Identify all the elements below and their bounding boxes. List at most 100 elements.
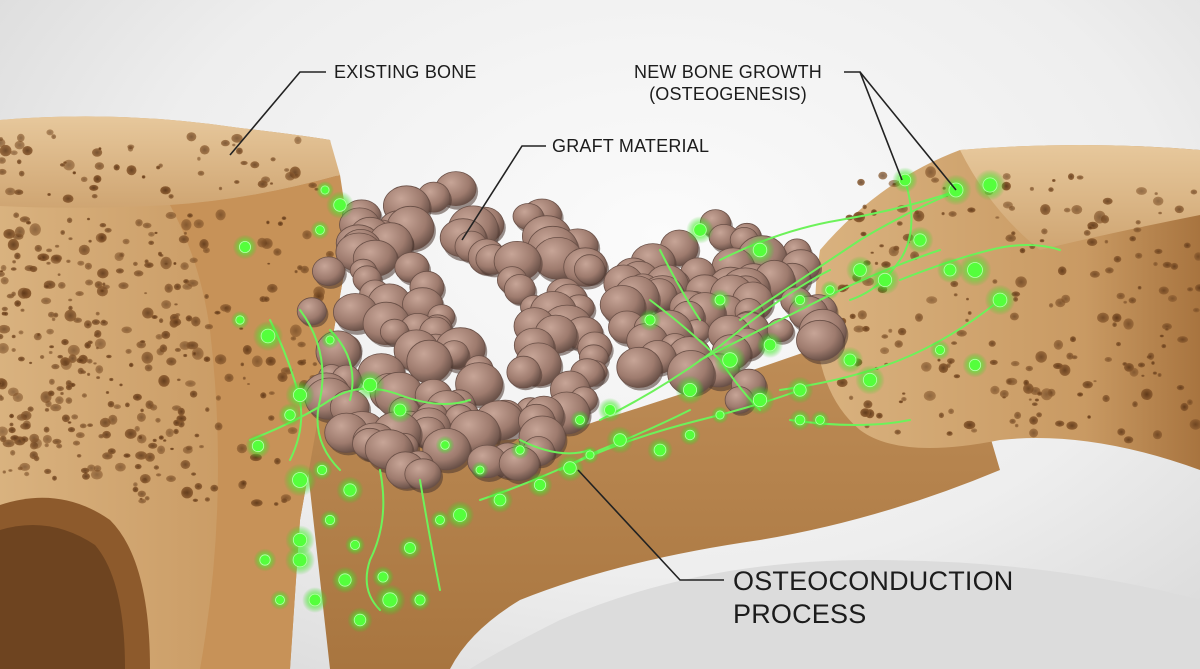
bone-pore bbox=[51, 363, 60, 370]
bone-pore bbox=[1035, 351, 1047, 363]
bone-pore bbox=[45, 400, 52, 408]
osteoblast-cell bbox=[493, 493, 507, 507]
bone-pore bbox=[10, 435, 20, 441]
bone-pore bbox=[988, 340, 996, 347]
bone-pore bbox=[132, 393, 142, 401]
bone-pore bbox=[1014, 411, 1022, 419]
bone-pore bbox=[0, 144, 12, 157]
existing-bone-left bbox=[0, 116, 350, 669]
cell-fiber bbox=[699, 249, 941, 361]
bone-pore bbox=[126, 165, 137, 176]
bone-pore bbox=[14, 252, 21, 260]
bone-pore bbox=[1087, 415, 1091, 419]
bone-pore bbox=[1005, 234, 1016, 242]
bone-pore bbox=[1041, 228, 1048, 235]
osteoblast-cell bbox=[585, 450, 595, 460]
bone-pore bbox=[124, 428, 137, 439]
bone-pore bbox=[173, 419, 181, 426]
bone-pore bbox=[915, 313, 923, 322]
bone-pore bbox=[1039, 239, 1045, 243]
bone-pore bbox=[173, 428, 179, 435]
bone-pore bbox=[0, 157, 6, 164]
bone-pore bbox=[12, 233, 24, 240]
bone-pore bbox=[68, 237, 73, 241]
osteoblast-cell bbox=[404, 542, 416, 554]
bone-pore bbox=[220, 304, 232, 312]
bone-pore bbox=[43, 284, 51, 289]
bone-pore bbox=[93, 175, 102, 183]
bone-pore bbox=[1183, 242, 1191, 249]
bone-pore bbox=[1190, 189, 1198, 195]
bone-pore bbox=[186, 132, 197, 142]
bone-pore bbox=[139, 340, 146, 344]
osteoblast-cell bbox=[898, 173, 912, 187]
bone-pore bbox=[1104, 357, 1113, 362]
bone-pore bbox=[65, 397, 73, 404]
bone-pore bbox=[269, 182, 274, 185]
bone-pore bbox=[0, 435, 7, 443]
bone-pore bbox=[3, 311, 9, 316]
bone-pore bbox=[158, 163, 163, 168]
bone-pore bbox=[1152, 430, 1163, 440]
osteoblast-cell bbox=[683, 382, 698, 397]
graft-material-cluster-left bbox=[296, 171, 614, 494]
bone-pore bbox=[47, 193, 51, 196]
bone-pore bbox=[91, 319, 100, 325]
bone-pore bbox=[938, 412, 945, 419]
label-new-bone-growth: NEW BONE GROWTH (OSTEOGENESIS) bbox=[612, 61, 844, 105]
bone-pore bbox=[1055, 298, 1066, 308]
label-existing-bone: EXISTING BONE bbox=[334, 62, 477, 82]
osteoblast-cell bbox=[877, 272, 893, 288]
osteoblast-cell bbox=[982, 177, 998, 193]
bone-pore bbox=[1093, 210, 1106, 224]
bone-pore bbox=[0, 264, 7, 272]
bone-pore bbox=[7, 387, 19, 397]
bone-pore bbox=[274, 457, 281, 465]
osteoblast-cell bbox=[992, 292, 1008, 308]
bone-pore bbox=[67, 344, 80, 356]
bone-pore bbox=[967, 311, 972, 315]
bone-pore bbox=[1048, 303, 1054, 308]
bone-pore bbox=[853, 325, 865, 333]
bone-pore bbox=[263, 296, 270, 303]
bone-pore bbox=[22, 420, 31, 430]
bone-pore bbox=[29, 451, 38, 460]
bone-pore bbox=[54, 244, 60, 248]
bone-pore bbox=[134, 463, 142, 470]
osteoblast-cell bbox=[414, 594, 426, 606]
bone-pore bbox=[7, 238, 20, 251]
bone-pore bbox=[182, 283, 193, 290]
bone-pore bbox=[246, 383, 251, 385]
bone-pore bbox=[1133, 227, 1142, 233]
bone-pore bbox=[1010, 360, 1020, 367]
bone-pore bbox=[273, 248, 282, 256]
bone-pore bbox=[92, 148, 103, 157]
cell-fiber bbox=[899, 244, 1061, 281]
leader-lines bbox=[229, 71, 957, 581]
bone-pore bbox=[1040, 204, 1051, 215]
bone-pore bbox=[18, 330, 24, 335]
bone-pore bbox=[100, 320, 108, 326]
osteoblast-cell bbox=[333, 198, 347, 212]
bone-pore bbox=[308, 182, 318, 189]
bone-pore bbox=[174, 303, 178, 306]
bone-pore bbox=[145, 400, 154, 410]
cell-fiber bbox=[479, 409, 691, 501]
bone-pore bbox=[72, 171, 77, 175]
bone-pore bbox=[1066, 352, 1074, 360]
bone-pore bbox=[1, 306, 8, 312]
bone-pore bbox=[158, 318, 164, 324]
bone-pore bbox=[1194, 252, 1200, 261]
bone-pore bbox=[1089, 270, 1100, 278]
bone-pore bbox=[897, 327, 907, 336]
bone-pore bbox=[80, 176, 88, 182]
bone-pore bbox=[888, 246, 899, 257]
osteoblast-cell bbox=[362, 377, 378, 393]
bone-pore bbox=[133, 482, 138, 487]
bone-pore bbox=[137, 490, 146, 498]
bone-pore bbox=[848, 395, 854, 400]
bone-pore bbox=[99, 223, 107, 228]
osteoblast-cell bbox=[862, 372, 878, 388]
bone-pore bbox=[214, 310, 221, 315]
bone-pore bbox=[1077, 392, 1084, 397]
